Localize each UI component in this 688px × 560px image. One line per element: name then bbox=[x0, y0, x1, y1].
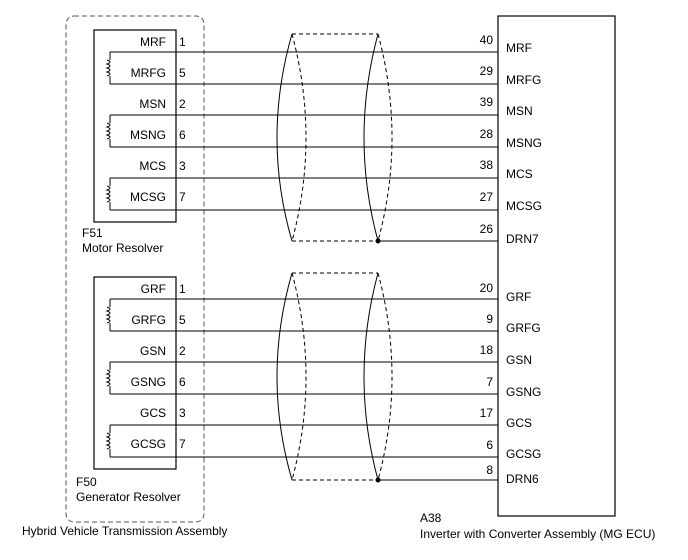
generator-ecu-pin: 20 bbox=[480, 281, 494, 295]
motor-ecu-terminal: MSNG bbox=[506, 136, 542, 150]
motor-cos-coil-icon bbox=[105, 177, 120, 211]
motor-ecu-terminal: MSN bbox=[506, 104, 533, 118]
motor-ecu-pin: 38 bbox=[480, 158, 494, 172]
generator-signal-label: GRF bbox=[141, 282, 166, 296]
generator-ecu-terminal: GRFG bbox=[506, 321, 541, 335]
motor-pin-number: 7 bbox=[179, 190, 186, 204]
generator-ecu-terminal: GSNG bbox=[506, 385, 541, 399]
motor-resolver-name: Motor Resolver bbox=[82, 241, 163, 255]
generator-ref-coil-icon bbox=[105, 298, 120, 332]
motor-ecu-pin: 39 bbox=[480, 95, 494, 109]
generator-signal-label: GRFG bbox=[131, 313, 166, 327]
generator-signal-label: GSN bbox=[140, 344, 166, 358]
generator-resolver-group: F50 Generator Resolver GRF GRFG GSN GSNG… bbox=[76, 272, 541, 504]
generator-resolver-connector: F50 bbox=[76, 475, 97, 489]
motor-resolver-group: F51 Motor Resolver MRF MRFG MSN MSNG MCS… bbox=[82, 29, 542, 255]
generator-shield-left-arc bbox=[276, 272, 293, 481]
generator-ecu-pin: 17 bbox=[480, 406, 494, 420]
generator-ecu-pin: 6 bbox=[486, 438, 493, 452]
motor-shield-right-arc bbox=[363, 33, 379, 242]
generator-pin-number: 7 bbox=[179, 437, 186, 451]
motor-shield-left-hidden bbox=[291, 33, 307, 242]
generator-signal-label: GCS bbox=[140, 406, 166, 420]
motor-signal-label: MRFG bbox=[131, 66, 166, 80]
motor-pin-number: 2 bbox=[179, 97, 186, 111]
transmission-assembly-outline bbox=[65, 15, 205, 523]
motor-pin-number: 3 bbox=[179, 159, 186, 173]
motor-pin-number: 1 bbox=[179, 35, 186, 49]
motor-resolver-box bbox=[93, 29, 177, 223]
generator-ecu-terminal: GSN bbox=[506, 353, 532, 367]
motor-ecu-terminal: MRF bbox=[506, 41, 532, 55]
generator-shield-right-arc bbox=[363, 272, 379, 481]
generator-pin-number: 3 bbox=[179, 406, 186, 420]
ecu-name-label: Inverter with Converter Assembly (MG ECU… bbox=[420, 527, 655, 541]
generator-resolver-name: Generator Resolver bbox=[76, 490, 181, 504]
generator-ecu-terminal: GRF bbox=[506, 290, 531, 304]
motor-signal-label: MCS bbox=[139, 159, 166, 173]
motor-pin-number: 5 bbox=[179, 66, 186, 80]
motor-drain-ecu-pin: 26 bbox=[480, 222, 494, 236]
motor-shield-left-arc bbox=[276, 33, 293, 242]
motor-ecu-terminal: MCS bbox=[506, 167, 533, 181]
generator-signal-label: GCSG bbox=[131, 437, 166, 451]
motor-pin-number: 6 bbox=[179, 128, 186, 142]
generator-sin-coil-icon bbox=[105, 361, 120, 395]
generator-ecu-pin: 9 bbox=[486, 312, 493, 326]
generator-signal-label: GSNG bbox=[131, 375, 166, 389]
motor-signal-label: MRF bbox=[140, 35, 166, 49]
motor-signal-label: MSN bbox=[139, 97, 166, 111]
generator-pin-number: 5 bbox=[179, 313, 186, 327]
motor-ecu-terminal: MRFG bbox=[506, 73, 541, 87]
generator-shield-right-hidden bbox=[377, 272, 393, 481]
generator-ecu-terminal: GCSG bbox=[506, 447, 541, 461]
motor-shield-right-hidden bbox=[377, 33, 393, 242]
motor-ecu-pin: 40 bbox=[480, 33, 494, 47]
transmission-assembly-label: Hybrid Vehicle Transmission Assembly bbox=[22, 524, 227, 538]
generator-pin-number: 2 bbox=[179, 344, 186, 358]
generator-cos-coil-icon bbox=[105, 424, 120, 458]
motor-ecu-pin: 27 bbox=[480, 190, 494, 204]
generator-ecu-terminal: GCS bbox=[506, 416, 532, 430]
motor-ecu-pin: 28 bbox=[480, 127, 494, 141]
generator-ecu-pin: 7 bbox=[486, 375, 493, 389]
motor-signal-label: MSNG bbox=[130, 128, 166, 142]
motor-signal-label: MCSG bbox=[130, 190, 166, 204]
motor-sin-coil-icon bbox=[105, 114, 120, 148]
generator-drain-ecu-pin: 8 bbox=[486, 463, 493, 477]
motor-ecu-terminal: MCSG bbox=[506, 199, 542, 213]
motor-resolver-connector: F51 bbox=[82, 226, 103, 240]
motor-drain-terminal: DRN7 bbox=[506, 232, 539, 246]
ecu-connector-label: A38 bbox=[420, 511, 442, 525]
generator-pin-number: 1 bbox=[179, 282, 186, 296]
generator-drain-terminal: DRN6 bbox=[506, 472, 539, 486]
motor-ref-coil-icon bbox=[105, 51, 120, 85]
ecu-box bbox=[497, 15, 616, 517]
generator-resolver-box bbox=[93, 276, 177, 470]
generator-shield-left-hidden bbox=[291, 272, 307, 481]
generator-ecu-pin: 18 bbox=[480, 343, 494, 357]
motor-ecu-pin: 29 bbox=[480, 64, 494, 78]
generator-pin-number: 6 bbox=[179, 375, 186, 389]
